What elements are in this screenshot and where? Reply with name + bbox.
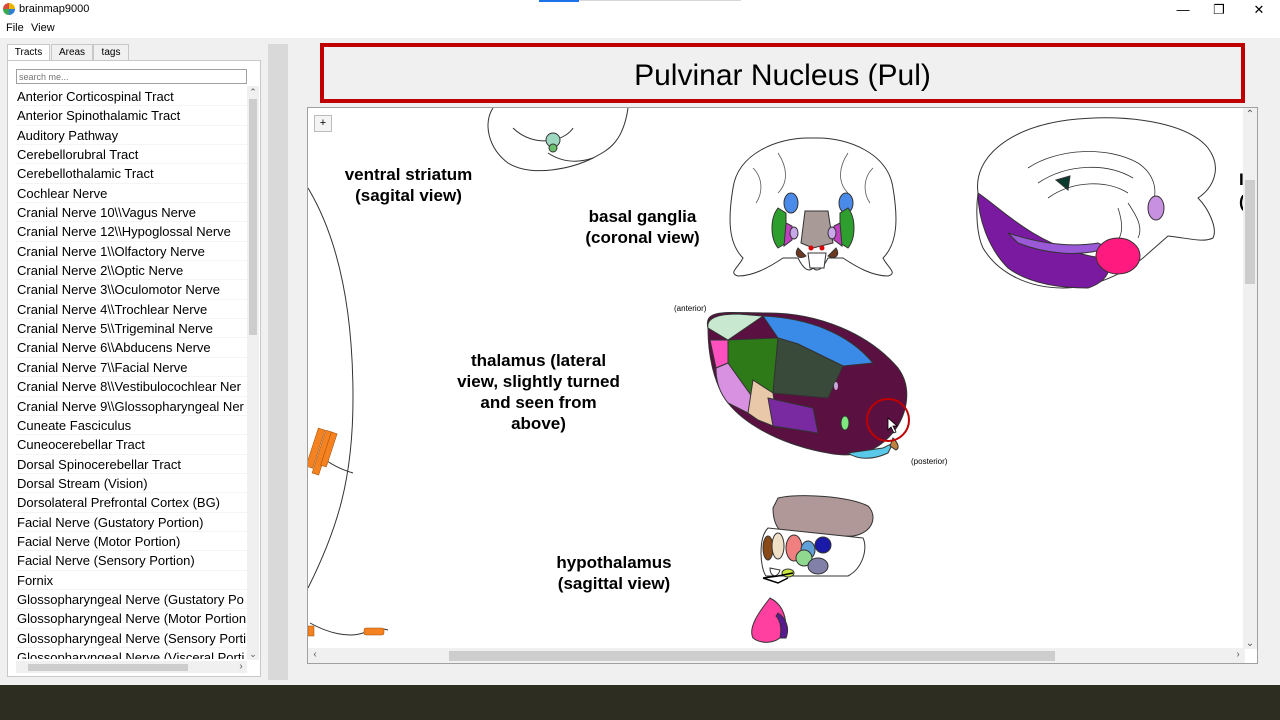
list-scroll-thumb[interactable] xyxy=(249,99,257,335)
list-item[interactable]: Cranial Nerve 6\\Abducens Nerve xyxy=(16,338,247,358)
selected-region-box: Pulvinar Nucleus (Pul) xyxy=(320,43,1245,103)
list-item[interactable]: Cranial Nerve 4\\Trochlear Nerve xyxy=(16,300,247,320)
close-button[interactable]: ✕ xyxy=(1253,2,1265,17)
search-input[interactable] xyxy=(16,69,247,84)
canvas-scroll-up-icon[interactable]: ⌃ xyxy=(1245,109,1255,120)
menu-view[interactable]: View xyxy=(31,22,55,34)
menu-bar: File View xyxy=(0,20,1280,38)
label-cutoff-2: ( xyxy=(1239,192,1245,211)
label-thalamus-line3: and seen from xyxy=(480,393,597,412)
label-basal-ganglia: basal ganglia (coronal view) xyxy=(575,206,710,248)
minimize-button[interactable]: — xyxy=(1176,2,1190,17)
list-item[interactable]: Facial Nerve (Gustatory Portion) xyxy=(16,513,247,532)
list-item[interactable]: Dorsolateral Prefrontal Cortex (BG) xyxy=(16,493,247,513)
thalamus-diagram xyxy=(706,311,910,459)
list-item[interactable]: Facial Nerve (Sensory Portion) xyxy=(16,551,247,571)
mouse-cursor-icon xyxy=(887,417,899,434)
list-item[interactable]: Cuneocerebellar Tract xyxy=(16,435,247,455)
list-item[interactable]: Cranial Nerve 9\\Glossopharyngeal Ner xyxy=(16,397,247,416)
cursor-highlight-ring xyxy=(866,398,910,442)
label-basal-ganglia-line2: (coronal view) xyxy=(585,228,700,247)
label-anterior: (anterior) xyxy=(674,304,707,313)
canvas-scroll-down-icon[interactable]: ⌄ xyxy=(1245,638,1255,649)
menu-file[interactable]: File xyxy=(6,22,24,34)
list-item[interactable]: Glossopharyngeal Nerve (Gustatory Po xyxy=(16,590,247,610)
orange-nerve-bundle xyxy=(308,427,385,637)
label-hypothalamus-line2: (sagittal view) xyxy=(557,574,671,593)
list-item[interactable]: Cranial Nerve 5\\Trigeminal Nerve xyxy=(16,319,247,339)
list-item[interactable]: Cranial Nerve 1\\Olfactory Nerve xyxy=(16,242,247,262)
sagittal-brain-diagram xyxy=(976,117,1216,289)
hypothalamus-diagram xyxy=(751,495,874,643)
canvas-vscroll-thumb[interactable] xyxy=(1245,180,1255,284)
list-item[interactable]: Cranial Nerve 7\\Facial Nerve xyxy=(16,358,247,378)
selected-region-title: Pulvinar Nucleus (Pul) xyxy=(634,59,931,92)
list-vertical-scrollbar[interactable]: ⌃ ⌄ xyxy=(247,86,259,660)
list-item[interactable]: Anterior Corticospinal Tract xyxy=(16,87,247,107)
label-ventral-striatum-line1: ventral striatum xyxy=(344,165,473,184)
zoom-in-button[interactable]: + xyxy=(314,115,332,132)
ventral-striatum-diagram xyxy=(487,108,629,172)
tab-areas[interactable]: Areas xyxy=(51,44,93,60)
list-item[interactable]: Cranial Nerve 12\\Hypoglossal Nerve xyxy=(16,222,247,242)
label-thalamus: thalamus (lateral view, slightly turned … xyxy=(436,350,641,434)
large-brain-outline xyxy=(308,187,354,589)
scroll-down-icon[interactable]: ⌄ xyxy=(249,649,257,659)
tab-tags[interactable]: tags xyxy=(93,44,129,60)
panel-splitter[interactable] xyxy=(268,44,288,680)
list-item[interactable]: Cranial Nerve 3\\Oculomotor Nerve xyxy=(16,280,247,300)
label-basal-ganglia-line1: basal ganglia xyxy=(588,207,697,226)
canvas-hscroll-thumb[interactable] xyxy=(449,651,1055,661)
brain-diagrams xyxy=(308,108,1216,643)
left-panel: Tracts Areas tags Anterior Corticospinal… xyxy=(0,38,268,685)
list-item[interactable]: Facial Nerve (Motor Portion) xyxy=(16,532,247,552)
label-posterior: (posterior) xyxy=(911,457,948,466)
canvas-horizontal-scrollbar[interactable]: ‹ › xyxy=(308,648,1245,663)
list-item[interactable]: Auditory Pathway xyxy=(16,126,247,146)
label-thalamus-line4: above) xyxy=(511,414,566,433)
list-item[interactable]: Cerebellothalamic Tract xyxy=(16,164,247,184)
title-divider-line xyxy=(579,0,741,1)
title-accent-line xyxy=(539,0,579,2)
scroll-right-icon[interactable]: › xyxy=(239,661,243,672)
app-logo-icon xyxy=(3,3,15,15)
canvas-vertical-scrollbar[interactable]: ⌃ ⌄ xyxy=(1243,108,1257,649)
label-hypothalamus-line1: hypothalamus xyxy=(556,553,672,572)
list-item[interactable]: Dorsal Spinocerebellar Tract xyxy=(16,455,247,474)
list-item[interactable]: Cranial Nerve 10\\Vagus Nerve xyxy=(16,203,247,223)
canvas-scroll-left-icon[interactable]: ‹ xyxy=(313,649,317,660)
list-horizontal-scrollbar[interactable]: › xyxy=(16,661,247,673)
label-cutoff-1: I xyxy=(1239,170,1244,189)
scroll-up-icon[interactable]: ⌃ xyxy=(249,87,257,97)
label-ventral-striatum-line2: (sagital view) xyxy=(355,186,462,205)
list-item[interactable]: Cranial Nerve 8\\Vestibulocochlear Ner xyxy=(16,377,247,397)
label-hypothalamus: hypothalamus (sagittal view) xyxy=(544,552,684,594)
list-item[interactable]: Cranial Nerve 2\\Optic Nerve xyxy=(16,261,247,281)
tab-tracts[interactable]: Tracts xyxy=(7,44,50,61)
list-item[interactable]: Glossopharyngeal Nerve (Sensory Porti xyxy=(16,629,247,648)
list-item[interactable]: Cuneate Fasciculus xyxy=(16,416,247,436)
list-item[interactable]: Glossopharyngeal Nerve (Visceral Porti xyxy=(16,648,247,659)
list-hscroll-thumb[interactable] xyxy=(28,664,188,671)
restore-button[interactable]: ❐ xyxy=(1213,2,1225,17)
label-thalamus-line2: view, slightly turned xyxy=(457,372,620,391)
list-item[interactable]: Glossopharyngeal Nerve (Motor Portion xyxy=(16,609,247,629)
list-item[interactable]: Cochlear Nerve xyxy=(16,184,247,204)
taskbar xyxy=(0,685,1280,720)
label-thalamus-line1: thalamus (lateral xyxy=(470,351,607,370)
brain-map-canvas[interactable]: + ventral striatum (sagital view) basal … xyxy=(307,107,1258,664)
basal-ganglia-diagram xyxy=(729,137,897,277)
title-bar: brainmap9000 — ❐ ✕ xyxy=(0,0,1280,20)
list-item[interactable]: Anterior Spinothalamic Tract xyxy=(16,106,247,126)
list-item[interactable]: Dorsal Stream (Vision) xyxy=(16,474,247,494)
label-ventral-striatum: ventral striatum (sagital view) xyxy=(336,164,481,206)
canvas-scroll-right-icon[interactable]: › xyxy=(1236,649,1240,660)
list-item[interactable]: Cerebellorubral Tract xyxy=(16,145,247,165)
window-title: brainmap9000 xyxy=(19,3,90,15)
list-item[interactable]: Fornix xyxy=(16,571,247,590)
